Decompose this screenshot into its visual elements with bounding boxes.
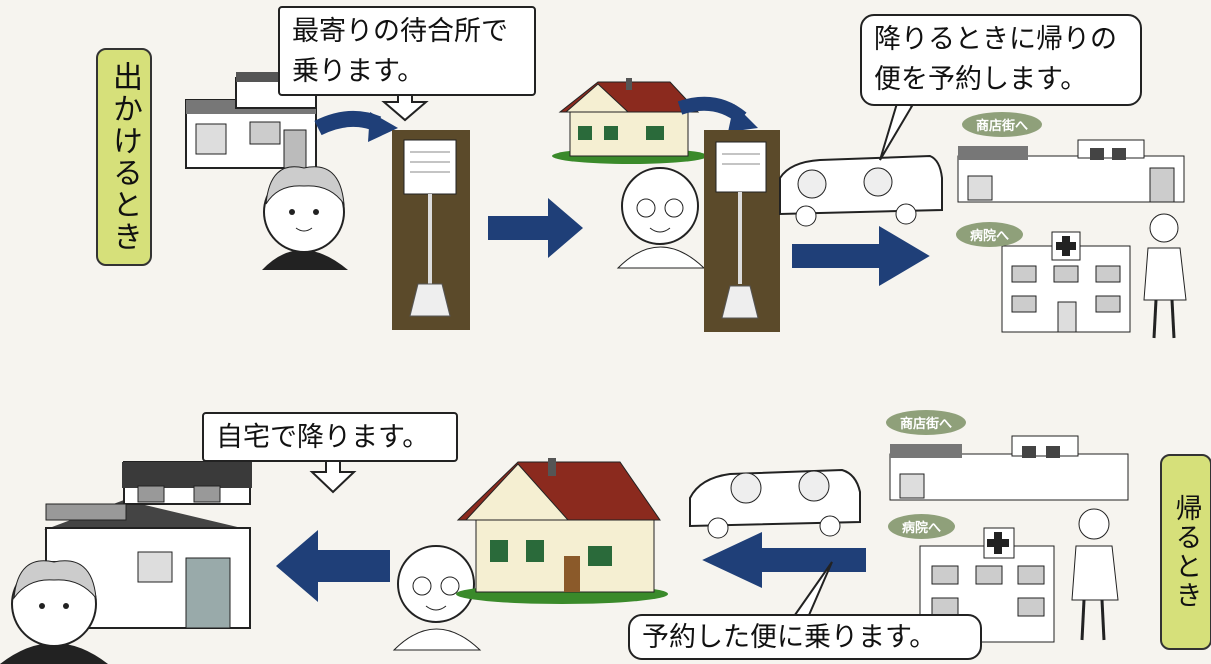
nurse-icon — [1071, 508, 1119, 641]
red-roof-house-icon — [456, 458, 668, 604]
nurse-icon — [1143, 213, 1187, 339]
badge-shopping-street: 商店街へ — [962, 112, 1043, 137]
shopping-street-icon — [889, 435, 1129, 501]
bubble-tail-icon — [879, 98, 914, 161]
down-arrow-pointer-icon — [381, 91, 429, 122]
bus-stop-sign-icon — [704, 130, 780, 332]
house-icon — [185, 72, 317, 169]
arrow-icon — [314, 110, 382, 136]
bubble-ride-reserved: 予約した便に乗ります。 — [628, 614, 982, 660]
red-roof-house-icon — [552, 78, 708, 164]
badge-hospital: 病院へ — [956, 222, 1024, 247]
elderly-woman-icon — [262, 166, 348, 270]
badge-shopping-street: 商店街へ — [886, 410, 967, 435]
elderly-man-icon — [616, 167, 706, 269]
bubble-reserve-return: 降りるときに帰りの 便を予約します。 — [860, 14, 1142, 106]
arrow-icon — [488, 198, 583, 258]
bubble-line: 降りるときに帰りの — [874, 24, 1117, 55]
outbound-label: 出かけるとき — [96, 48, 152, 266]
bubble-alight-at-home: 自宅で降ります。 — [202, 412, 458, 462]
bus-stop-sign-icon — [392, 130, 470, 330]
down-arrow-pointer-icon — [309, 459, 357, 494]
arrow-icon — [702, 532, 866, 588]
hospital-icon — [919, 527, 1055, 643]
arrow-icon — [276, 530, 390, 602]
hospital-icon — [1001, 231, 1131, 333]
return-label: 帰るとき — [1160, 454, 1211, 650]
bubble-board-at-stop: 最寄りの待合所で 乗ります。 — [278, 6, 536, 96]
bubble-line: 便を予約します。 — [874, 64, 1088, 95]
bubble-line: 乗ります。 — [292, 56, 425, 87]
van-icon — [779, 154, 943, 227]
elderly-man-icon — [392, 545, 482, 651]
arrow-icon — [792, 226, 930, 286]
shopping-street-icon — [957, 139, 1185, 203]
elderly-woman-icon — [0, 560, 108, 664]
badge-hospital: 病院へ — [888, 514, 956, 539]
bubble-line: 最寄りの待合所で — [292, 16, 508, 47]
van-icon — [689, 468, 861, 539]
